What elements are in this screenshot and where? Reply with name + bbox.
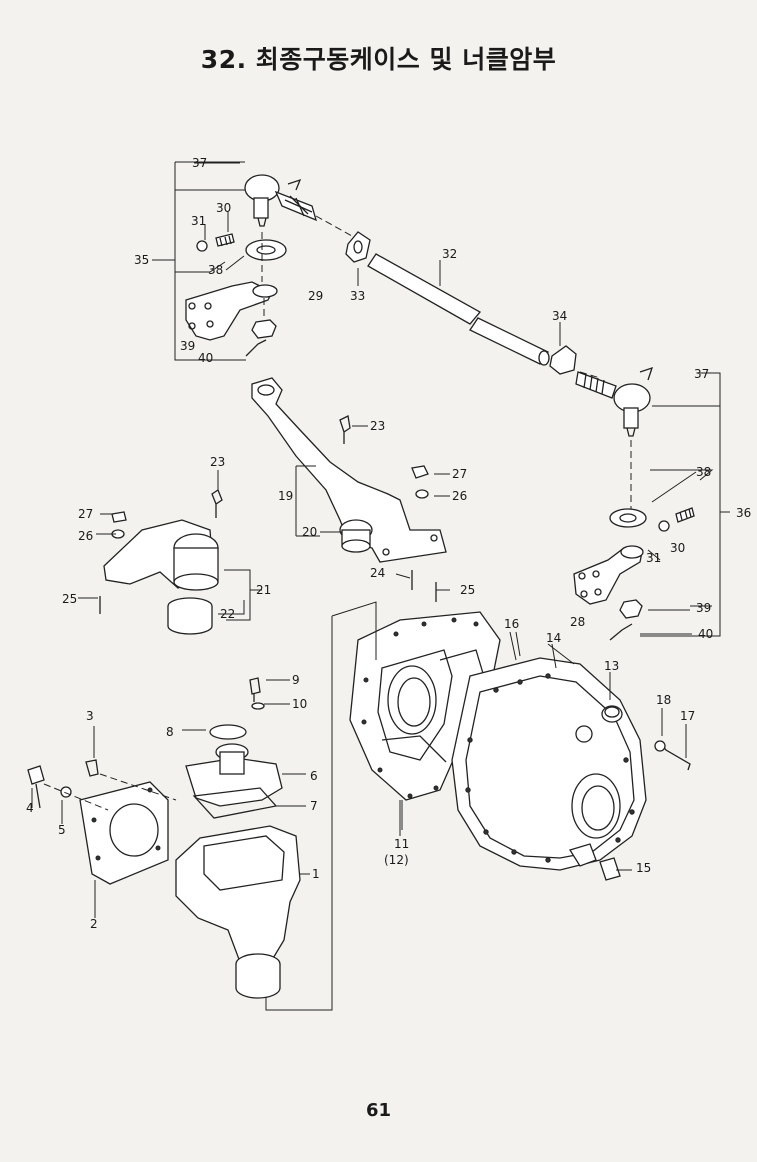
callout-28: 28 <box>570 615 585 629</box>
callout-27: 27 <box>452 467 467 481</box>
callout-39b: 39 <box>696 601 711 615</box>
callout-38b: 38 <box>696 465 711 479</box>
callout-30b: 30 <box>670 541 685 555</box>
callout-35: 35 <box>134 253 149 267</box>
knuckle-arm-assembly-right <box>573 366 730 641</box>
callout-20: 20 <box>302 525 317 539</box>
callout-32: 32 <box>442 247 457 261</box>
callout-10: 10 <box>292 697 307 711</box>
callout-7: 7 <box>310 799 318 813</box>
page-title: 32. 최종구동케이스 및 너클암부 <box>200 45 557 74</box>
callout-40: 40 <box>198 351 213 365</box>
callout-6: 6 <box>310 769 318 783</box>
callout-26b: 26 <box>78 529 93 543</box>
callout-25b: 25 <box>62 592 77 606</box>
callout-25: 25 <box>460 583 475 597</box>
callout-4: 4 <box>26 801 34 815</box>
callout-23b: 23 <box>210 455 225 469</box>
callout-22: 22 <box>220 607 235 621</box>
callout-31b: 31 <box>646 551 661 565</box>
callout-30: 30 <box>216 201 231 215</box>
page-number: 61 <box>365 1100 392 1121</box>
callout-13: 13 <box>604 659 619 673</box>
callout-11: 11 <box>394 837 409 851</box>
callout-23: 23 <box>370 419 385 433</box>
callout-14: 14 <box>546 631 561 645</box>
tie-rod-assembly <box>345 231 601 379</box>
bracket-21-assembly <box>99 489 262 635</box>
callout-9: 9 <box>292 673 300 687</box>
callout-27b: 27 <box>78 507 93 521</box>
leader-lines <box>31 162 697 918</box>
callout-15: 15 <box>636 861 651 875</box>
callout-31: 31 <box>191 214 206 228</box>
callout-26: 26 <box>452 489 467 503</box>
callout-36: 36 <box>736 506 751 520</box>
callout-12: (12) <box>384 853 409 867</box>
callout-33: 33 <box>350 289 365 303</box>
callout-40b: 40 <box>698 627 713 641</box>
callout-5: 5 <box>58 823 66 837</box>
callout-8: 8 <box>166 725 174 739</box>
knuckle-case-1-assembly <box>27 677 301 999</box>
callout-17: 17 <box>680 709 695 723</box>
callout-21: 21 <box>256 583 271 597</box>
callout-1: 1 <box>312 867 320 881</box>
callout-39: 39 <box>180 339 195 353</box>
callout-19: 19 <box>278 489 293 503</box>
knuckle-arm-assembly-left <box>152 161 353 361</box>
callout-37: 37 <box>192 156 207 170</box>
callout-24: 24 <box>370 566 385 580</box>
callout-37b: 37 <box>694 367 709 381</box>
callout-2: 2 <box>90 917 98 931</box>
callout-16: 16 <box>504 617 519 631</box>
callout-3: 3 <box>86 709 94 723</box>
final-drive-cover-14 <box>451 631 691 881</box>
callout-29: 29 <box>308 289 323 303</box>
final-drive-case-11 <box>265 570 501 1011</box>
knuckle-arm-19 <box>251 377 447 563</box>
callout-18: 18 <box>656 693 671 707</box>
callout-34: 34 <box>552 309 567 323</box>
callout-38: 38 <box>208 263 223 277</box>
callout-labels: 37 31 30 35 38 29 39 40 32 33 34 37 38 3… <box>26 156 751 931</box>
